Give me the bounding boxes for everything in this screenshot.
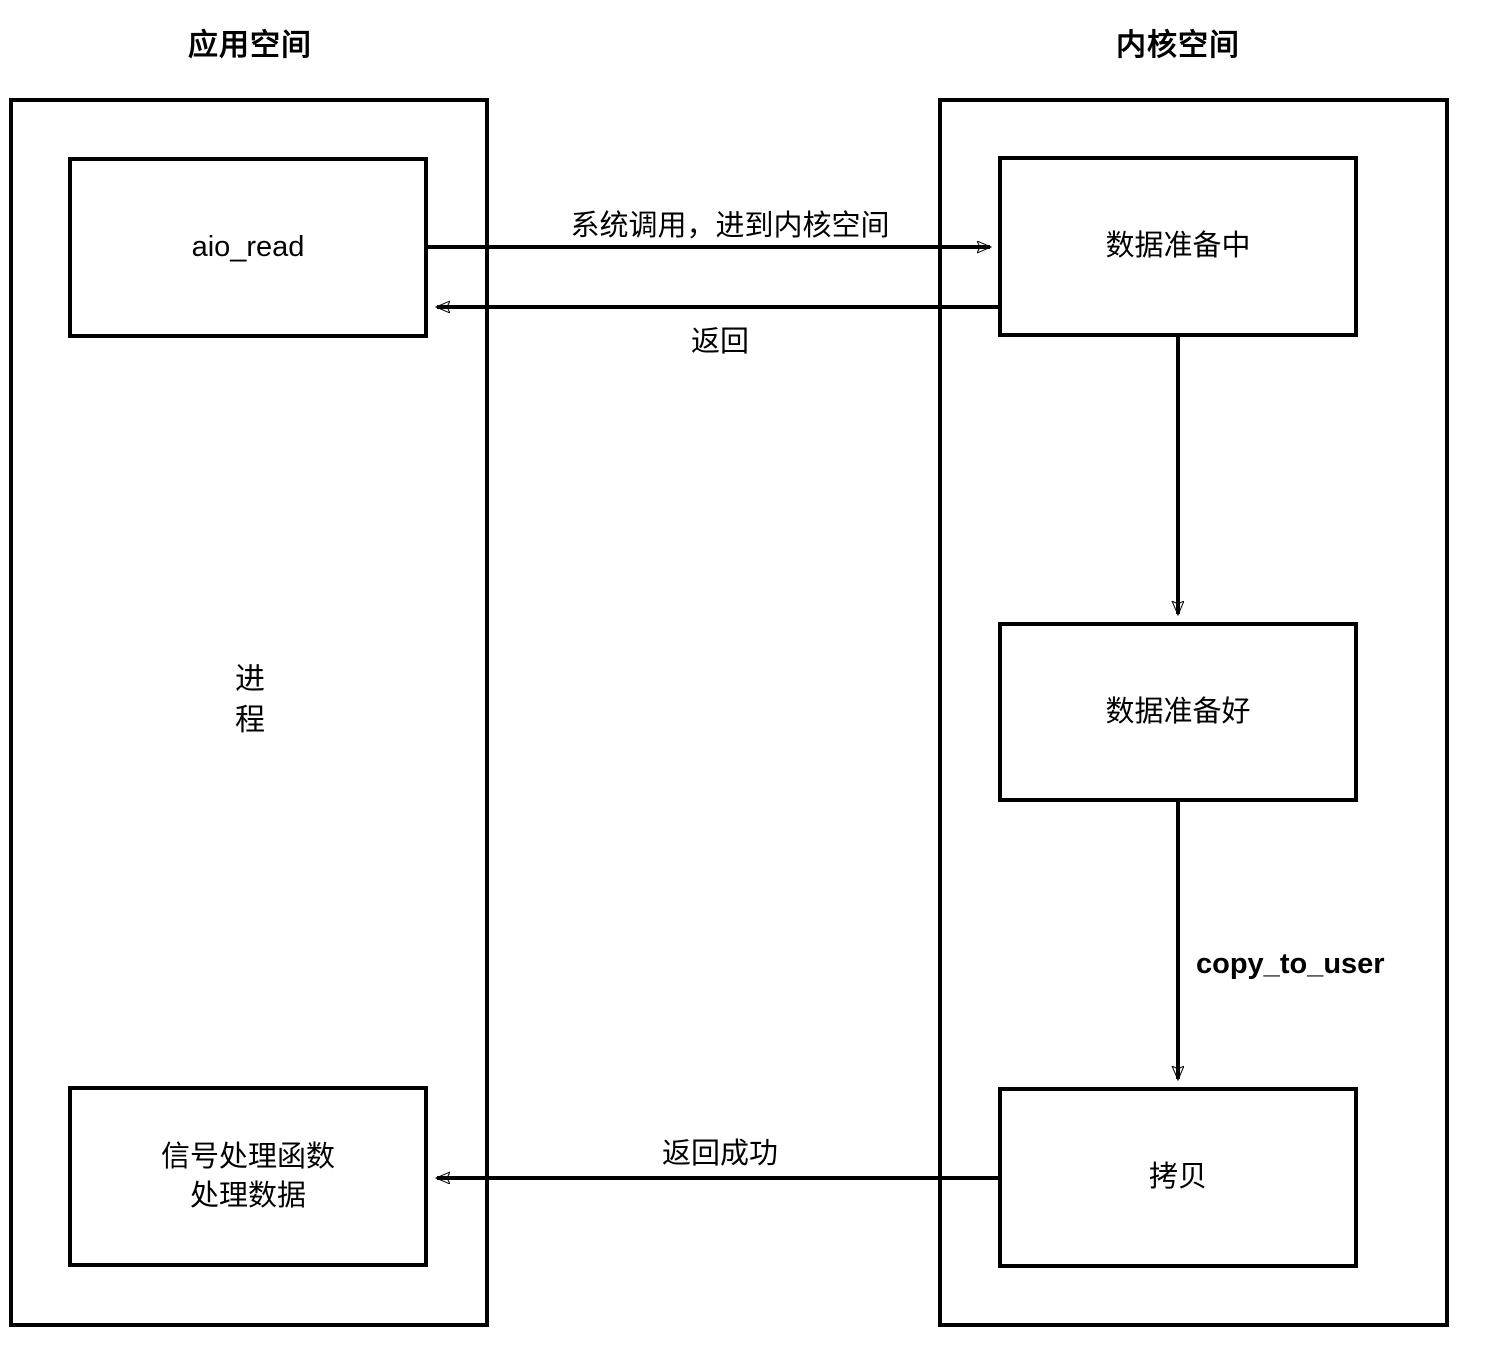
node-copy-label: 拷贝 [1148, 1161, 1207, 1194]
node-signal-handler-label-line2: 处理数据 [189, 1179, 306, 1212]
kernel-space-region [938, 98, 1449, 1327]
node-data-ready-label: 数据准备好 [1105, 695, 1251, 728]
process-label: 进 程 [205, 660, 295, 741]
process-label-line1: 进 [235, 663, 265, 696]
edge-label-syscall: 系统调用，进到内核空间 [570, 210, 890, 242]
node-data-preparing[interactable]: 数据准备中 [998, 156, 1358, 337]
kernel-space-title: 内核空间 [1116, 29, 1240, 62]
node-aio-read[interactable]: aio_read [68, 157, 428, 338]
process-label-line2: 程 [235, 703, 265, 737]
edge-label-return: 返回 [690, 326, 749, 358]
node-copy[interactable]: 拷贝 [998, 1087, 1358, 1268]
node-data-preparing-label: 数据准备中 [1105, 230, 1251, 263]
node-aio-read-label: aio_read [191, 231, 305, 264]
edge-label-return-success: 返回成功 [661, 1138, 778, 1170]
app-space-title: 应用空间 [188, 29, 312, 62]
node-signal-handler-label-line1: 信号处理函数 [160, 1141, 335, 1174]
node-data-ready[interactable]: 数据准备好 [998, 622, 1358, 802]
node-signal-handler[interactable]: 信号处理函数 处理数据 [68, 1086, 428, 1267]
app-space-region [9, 98, 489, 1327]
edge-label-copy-to-user: copy_to_user [1196, 948, 1385, 980]
